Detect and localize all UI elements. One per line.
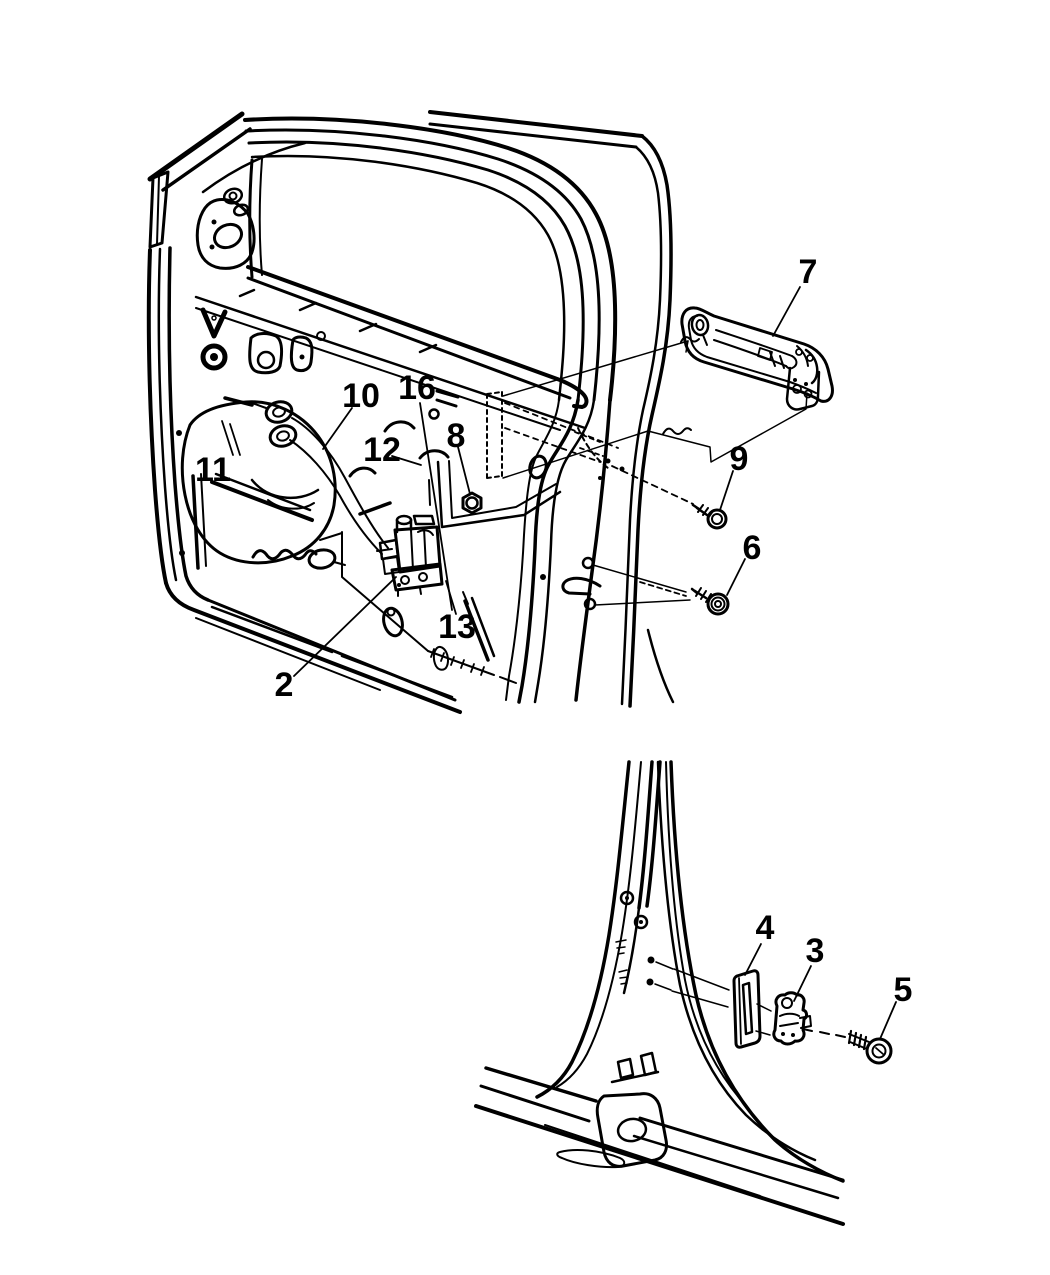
callout-8: 8: [446, 417, 466, 455]
callout-13: 13: [438, 608, 476, 646]
striker-shim: [732, 969, 762, 1049]
callout-2: 2: [274, 666, 294, 704]
callout-6: 6: [742, 529, 762, 567]
door-lock-latch: [376, 514, 444, 597]
rocker-sill: [474, 1066, 845, 1226]
hidden-lines-and-marks: [348, 336, 700, 606]
callout-9: 9: [729, 440, 749, 478]
screw-5: [802, 1028, 893, 1065]
lock-release-cable: [223, 396, 389, 555]
callout-4: 4: [755, 909, 775, 947]
body-pillar: [535, 760, 845, 1183]
callout-11: 11: [195, 451, 231, 489]
door-latch-striker: [772, 991, 812, 1046]
callout-leader-lines: [221, 286, 897, 1040]
door-inner-panel: [176, 187, 589, 684]
callout-5: 5: [893, 971, 913, 1009]
callout-12: 12: [363, 431, 401, 469]
callout-3: 3: [805, 932, 825, 970]
window-channels-door-rear: [462, 398, 612, 704]
callout-10: 10: [342, 377, 380, 415]
body-roof-rail: [428, 110, 675, 708]
door-frame: [146, 111, 618, 714]
screw-6: [690, 587, 730, 616]
callout-16: 16: [398, 369, 436, 407]
screw-9: [691, 503, 728, 530]
callout-7: 7: [798, 253, 818, 291]
exterior-door-handle: [680, 306, 834, 411]
